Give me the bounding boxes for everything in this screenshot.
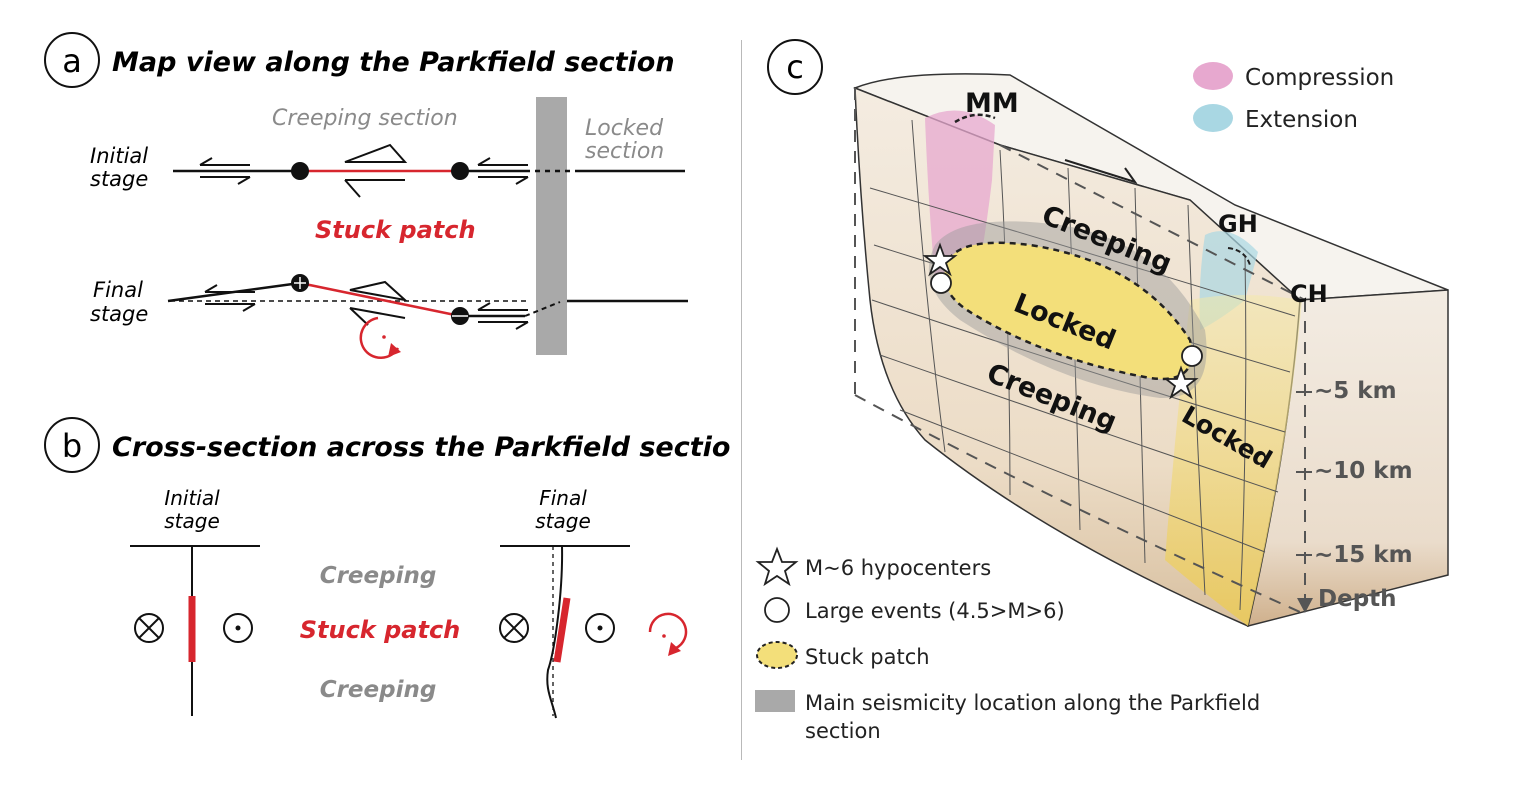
- initial-fault-trace: [173, 143, 685, 198]
- panel-letter: b: [62, 427, 82, 465]
- depth-axis: [1296, 391, 1312, 556]
- out-of-page-icon: [223, 613, 253, 643]
- locked-section-label-2: section: [585, 139, 664, 164]
- panel-divider: [741, 40, 742, 760]
- site-mm-label: MM: [965, 88, 1019, 119]
- stuck-patch-bar: [553, 597, 571, 663]
- compression-swatch: [1193, 62, 1233, 90]
- locked-section-label: Locked: [585, 116, 664, 141]
- into-page-icon: [134, 613, 164, 643]
- legend-extension-label: Extension: [1245, 107, 1358, 133]
- panel-c: c: [755, 39, 1449, 743]
- large-event-icon: [1181, 345, 1203, 367]
- depth-15-label: ~15 km: [1314, 542, 1413, 568]
- stuck-patch-label: Stuck patch: [315, 216, 476, 244]
- locked-zone-right: [1165, 295, 1302, 626]
- panel-letter-circle: [44, 32, 100, 88]
- final-fault-trace: [167, 274, 688, 330]
- creeping-section-label: Creeping section: [272, 106, 458, 131]
- initial-stage-label-2: stage: [90, 167, 148, 191]
- initial-stage-label-2: stage: [164, 509, 220, 533]
- final-stage-label: Final: [539, 486, 587, 510]
- into-page-icon: [499, 613, 529, 643]
- legend-seismicity-label: Main seismicity location along the Parkf…: [805, 691, 1260, 715]
- fault-grid: [869, 119, 1296, 611]
- mm-fold-icon: [954, 113, 996, 124]
- legend-stuck-patch-label: Stuck patch: [805, 645, 930, 669]
- final-stage-label: Final: [93, 278, 143, 302]
- rotation-arrow-icon: [648, 612, 688, 656]
- final-stage-label-2: stage: [90, 302, 148, 326]
- hypocenter-star-icon: [922, 242, 958, 277]
- rotation-arrow-icon: [359, 316, 401, 360]
- depth-axis-label: Depth: [1318, 586, 1397, 612]
- final-stage-label-2: stage: [535, 509, 591, 533]
- legend-seismicity-swatch: [755, 690, 795, 712]
- legend-star-icon: [755, 546, 799, 587]
- creeping-top-label: Creeping: [320, 563, 437, 589]
- depth-arrow-icon: [1297, 598, 1313, 613]
- legend-stuck-patch-icon: [756, 641, 798, 669]
- panel-letter-circle: [44, 417, 100, 473]
- stuck-patch-label: Stuck patch: [300, 616, 461, 644]
- panel-title: Map view along the Parkfield section: [112, 47, 675, 78]
- panel-title: Cross-section across the Parkfield secti…: [112, 432, 730, 463]
- out-of-page-icon: [585, 613, 615, 643]
- initial-stage-label: Initial: [90, 144, 148, 168]
- panel-a: a Map view along the Parkfield section C…: [44, 32, 688, 360]
- hypocenter-star-icon: [1163, 365, 1199, 400]
- panel-letter: a: [62, 42, 82, 80]
- site-gh-label: GH: [1218, 210, 1258, 238]
- legend-hypocenters-label: M~6 hypocenters: [805, 556, 991, 580]
- legend-circle-icon: [764, 597, 790, 623]
- extension-swatch: [1193, 104, 1233, 132]
- depth-10-label: ~10 km: [1314, 458, 1413, 484]
- slip-arrow-icon: [1064, 159, 1138, 184]
- panel-b: b Cross-section across the Parkfield sec…: [44, 417, 730, 719]
- site-ch-label: CH: [1290, 280, 1328, 308]
- gh-fold-icon: [1227, 247, 1251, 266]
- creeping-bottom-label: Creeping: [320, 677, 437, 703]
- legend-compression-label: Compression: [1245, 65, 1394, 91]
- depth-5-label: ~5 km: [1314, 378, 1397, 404]
- locked-section-bar: [536, 97, 567, 355]
- legend-large-events-label: Large events (4.5>M>6): [805, 599, 1065, 623]
- panel-letter-circle: [767, 39, 823, 95]
- legend-seismicity-label-2: section: [805, 719, 881, 743]
- panel-letter: c: [786, 48, 804, 86]
- initial-stage-label: Initial: [164, 486, 220, 510]
- large-event-icon: [930, 272, 952, 294]
- block-hidden-edges: [854, 88, 1306, 613]
